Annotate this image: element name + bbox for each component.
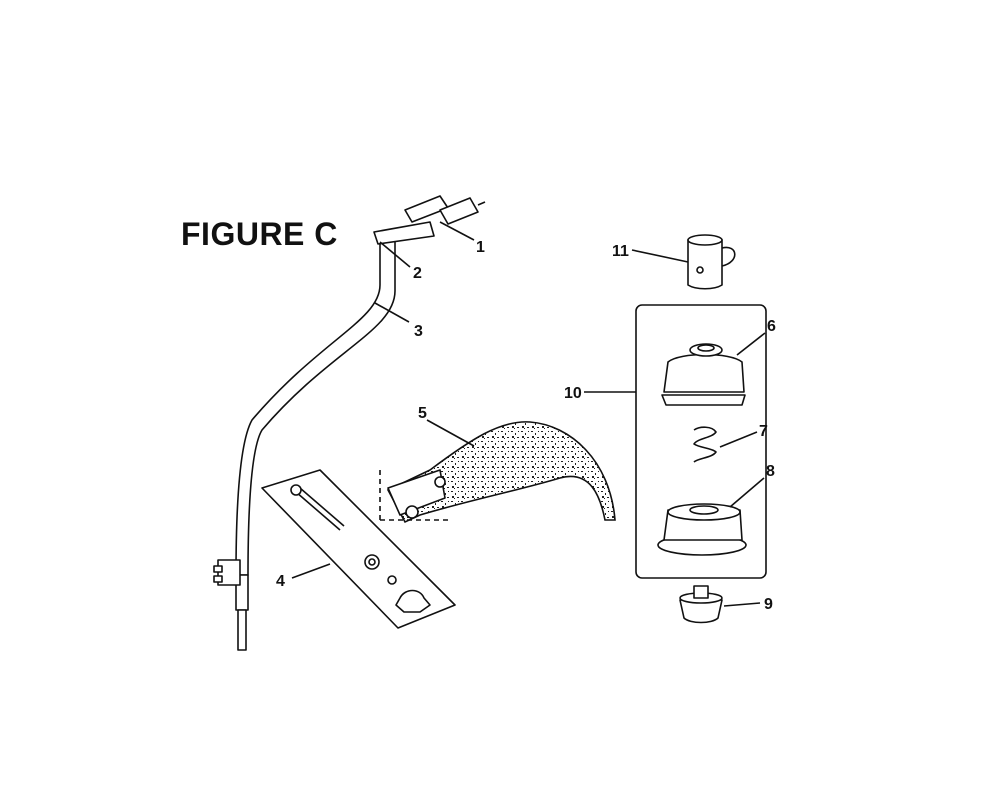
part-10-box — [635, 304, 767, 579]
callout-1: 1 — [476, 239, 485, 256]
callout-9: 9 — [764, 596, 773, 613]
callout-3: 3 — [414, 323, 423, 340]
debris-guard — [386, 421, 616, 524]
figure-title: FIGURE C — [181, 216, 338, 252]
callout-4: 4 — [276, 573, 285, 590]
leader-lines — [291, 221, 766, 607]
shaft-tube — [213, 239, 396, 651]
callout-6: 6 — [767, 318, 776, 335]
callout-2: 2 — [413, 265, 422, 282]
callout-10: 10 — [564, 385, 582, 402]
part-6-cover — [661, 343, 746, 406]
callout-5: 5 — [418, 405, 427, 422]
shaft-labels — [373, 195, 486, 245]
hardware-kit — [261, 469, 456, 629]
callout-7: 7 — [759, 423, 768, 440]
callout-11: 11 — [612, 243, 629, 260]
part-8-spool — [657, 503, 747, 556]
part-11-cup — [687, 234, 736, 290]
part-7-spring — [693, 426, 717, 463]
part-9-knob — [679, 585, 723, 624]
callout-8: 8 — [766, 463, 775, 480]
